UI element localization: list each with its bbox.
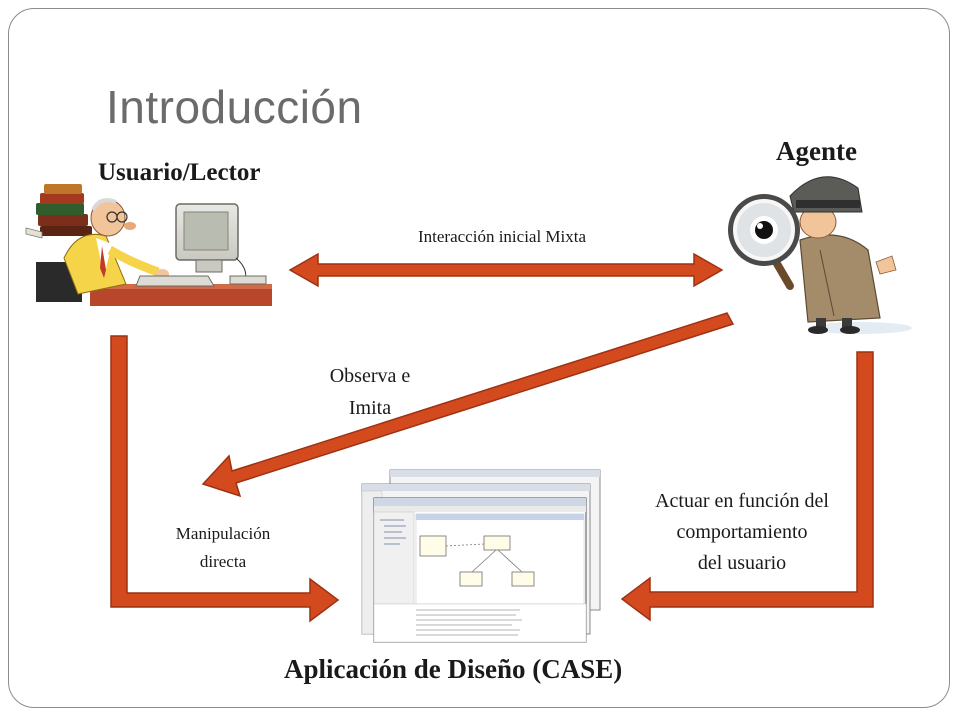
user-actor-label: Usuario/Lector (98, 159, 261, 186)
interaction-edge-label: Interacción inicial Mixta (418, 227, 587, 246)
act-label-line-3: del usuario (697, 552, 787, 574)
arrow-user-manipulation (110, 335, 340, 623)
act-label-line-2: comportamiento (676, 521, 808, 543)
agent-actor-label: Agente (776, 136, 857, 166)
manipulation-edge-label: Manipulación directa (150, 520, 296, 576)
observe-label-line-1: Observa e (329, 365, 411, 387)
arrow-interaction-bidirectional (288, 252, 724, 288)
manipulation-label-line-2: directa (199, 552, 247, 571)
detective-illustration (728, 176, 912, 334)
observe-label-line-2: Imita (348, 397, 392, 419)
manipulation-label-line-1: Manipulación (175, 524, 271, 543)
act-label-line-1: Actuar en función del (655, 490, 829, 512)
application-label: Aplicación de Diseño (CASE) (284, 654, 623, 684)
case-application-screenshots (361, 469, 601, 643)
observe-edge-label: Observa e Imita (320, 360, 420, 424)
arrow-agent-act (620, 351, 874, 622)
arrow-observe-imitate (201, 312, 735, 498)
act-edge-label: Actuar en función del comportamiento del… (626, 486, 858, 579)
slide-title: Introducción (106, 81, 363, 133)
books-icon (25, 184, 92, 239)
person-at-computer-illustration (25, 184, 272, 306)
